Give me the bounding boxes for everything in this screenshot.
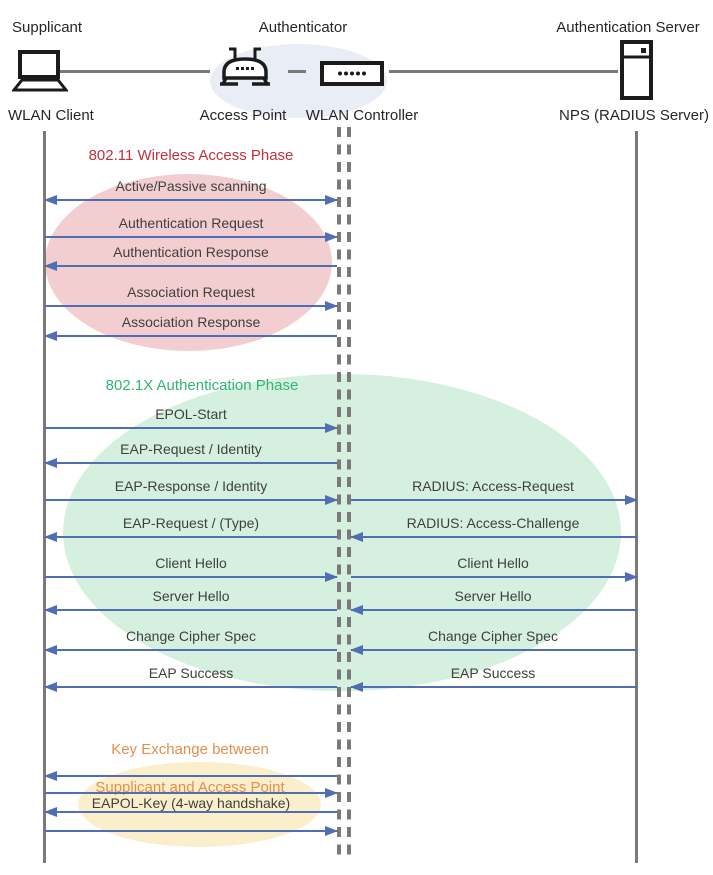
lifeline-wlan-controller-right	[347, 127, 351, 857]
message-arrow	[45, 825, 338, 836]
message-arrow	[350, 681, 637, 692]
message-label: Authentication Request	[118, 215, 264, 231]
message-label: RADIUS: Access-Challenge	[406, 515, 580, 531]
arrowhead-right-icon	[325, 194, 338, 205]
message-arrow	[44, 194, 338, 205]
arrowhead-right-icon	[325, 571, 338, 582]
phase3-title: Key Exchange between Supplicant and Acce…	[50, 721, 330, 816]
message-arrow	[45, 422, 338, 433]
access-point-icon	[214, 44, 276, 96]
phase2-ellipse	[63, 374, 621, 691]
phase1-ellipse	[45, 174, 332, 351]
message-label: Association Request	[127, 284, 255, 300]
connector-line	[288, 70, 306, 73]
arrowhead-left-icon	[44, 531, 57, 542]
message-label: EAP Success	[148, 665, 234, 681]
message-label: EAP Success	[450, 665, 536, 681]
arrowhead-left-icon	[350, 604, 363, 615]
message-label: Association Response	[121, 314, 261, 330]
phase3-title-line2: Supplicant and Access Point	[95, 779, 285, 796]
arrowhead-left-icon	[44, 330, 57, 341]
role-supplicant: Supplicant	[12, 19, 83, 36]
laptop-icon	[12, 50, 68, 94]
message-arrow	[45, 571, 338, 582]
arrowhead-left-icon	[350, 644, 363, 655]
arrowhead-left-icon	[44, 644, 57, 655]
wlan-controller-icon	[320, 61, 384, 86]
server-tower-icon	[620, 40, 654, 100]
message-arrow	[44, 806, 337, 817]
connector-line	[60, 70, 210, 73]
arrowhead-right-icon	[625, 494, 638, 505]
label-access-point: Access Point	[199, 107, 287, 124]
arrowhead-right-icon	[325, 787, 338, 798]
arrowhead-right-icon	[325, 300, 338, 311]
arrowhead-left-icon	[350, 531, 363, 542]
message-arrow	[44, 260, 337, 271]
label-wlan-controller: WLAN Controller	[305, 107, 419, 124]
arrowhead-right-icon	[325, 825, 338, 836]
message-arrow	[44, 681, 337, 692]
message-arrow	[44, 770, 337, 781]
message-label: Change Cipher Spec	[428, 628, 558, 644]
message-label: Server Hello	[454, 588, 532, 604]
arrowhead-right-icon	[325, 422, 338, 433]
message-arrow	[45, 231, 338, 242]
role-authenticator: Authenticator	[258, 19, 348, 36]
message-arrow	[45, 300, 338, 311]
arrowhead-left-icon	[44, 604, 57, 615]
arrowhead-right-icon	[325, 494, 338, 505]
message-label: Authentication Response	[113, 244, 269, 260]
arrowhead-left-icon	[44, 681, 57, 692]
message-arrow	[44, 457, 337, 468]
arrowhead-right-icon	[325, 231, 338, 242]
phase1-title: 802.11 Wireless Access Phase	[88, 147, 294, 164]
label-wlan-client: WLAN Client	[8, 107, 94, 124]
message-label: EAP-Request / (Type)	[122, 515, 260, 531]
connector-line	[389, 70, 618, 73]
message-label: RADIUS: Access-Request	[412, 478, 574, 494]
message-label: Client Hello	[457, 555, 529, 571]
message-arrow	[44, 330, 337, 341]
arrowhead-left-icon	[44, 260, 57, 271]
arrowhead-left-icon	[350, 681, 363, 692]
message-label: Server Hello	[152, 588, 230, 604]
message-arrow	[44, 644, 337, 655]
role-authentication-server: Authentication Server	[556, 19, 700, 36]
arrowhead-left-icon	[44, 806, 57, 817]
message-arrow	[351, 494, 638, 505]
phase2-title: 802.1X Authentication Phase	[105, 377, 299, 394]
phase3-title-line1: Key Exchange between	[111, 741, 269, 758]
message-arrow	[45, 787, 338, 798]
message-label: EAP-Response / Identity	[114, 478, 268, 494]
message-arrow	[350, 604, 637, 615]
message-arrow	[45, 494, 338, 505]
message-arrow	[350, 531, 637, 542]
message-label: EAPOL-Key (4-way handshake)	[91, 795, 291, 811]
arrowhead-right-icon	[625, 571, 638, 582]
arrowhead-left-icon	[44, 457, 57, 468]
lifeline-wlan-controller-left	[337, 127, 341, 857]
message-label: Client Hello	[155, 555, 227, 571]
arrowhead-left-icon	[44, 194, 57, 205]
message-arrow	[44, 604, 337, 615]
message-label: Active/Passive scanning	[115, 178, 267, 194]
arrowhead-left-icon	[44, 770, 57, 781]
message-arrow	[44, 531, 337, 542]
message-arrow	[351, 571, 638, 582]
label-nps: NPS (RADIUS Server)	[558, 107, 710, 124]
message-label: Change Cipher Spec	[126, 628, 256, 644]
message-arrow	[350, 644, 637, 655]
message-label: EAP-Request / Identity	[120, 441, 262, 457]
lifeline-wlan-client	[43, 131, 46, 863]
message-label: EPOL-Start	[155, 406, 227, 422]
